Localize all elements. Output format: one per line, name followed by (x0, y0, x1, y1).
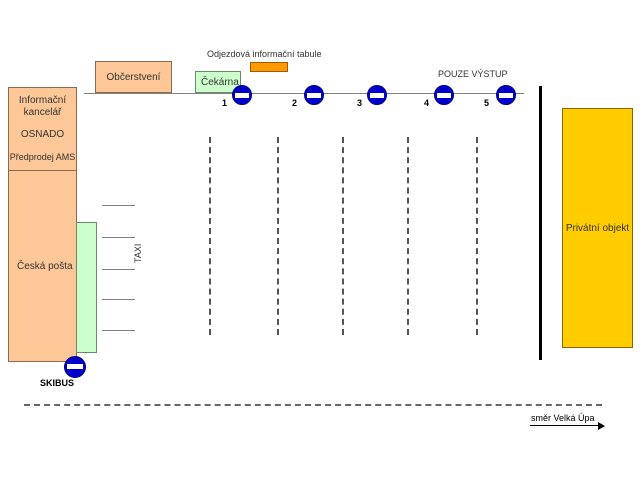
bay-divider (277, 137, 279, 335)
taxi-bay-line (102, 205, 135, 206)
direction-arrowhead-icon (598, 422, 605, 430)
bus-stop-sign-icon[interactable] (304, 85, 324, 105)
departure-board-label: Odjezdová informační tabule (207, 49, 322, 59)
exit-only-label: POUZE VÝSTUP (438, 69, 508, 79)
stop-number-1: 1 (222, 98, 228, 108)
waiting-room-label: Čekárna (201, 76, 239, 88)
stop-number-3: 3 (357, 98, 363, 108)
bay-divider (342, 137, 344, 335)
bay-divider (209, 137, 211, 335)
taxi-bay-line (102, 330, 135, 331)
stop-number-5: 5 (484, 98, 490, 108)
bus-stop-sign-icon[interactable] (496, 85, 516, 105)
info-office-line2: kancelář (23, 107, 62, 118)
refreshments-building: Občerstvení (95, 61, 172, 93)
taxi-label: TAXI (133, 243, 143, 263)
bay-divider (476, 137, 478, 335)
refreshments-label: Občerstvení (106, 71, 161, 83)
taxi-bay-line (102, 299, 135, 300)
taxi-bay-line (102, 237, 135, 238)
bus-stop-sign-icon[interactable] (232, 85, 252, 105)
direction-arrow-icon (530, 425, 598, 426)
private-building-label: Privátní objekt (565, 222, 630, 234)
skibus-label: SKIBUS (40, 378, 75, 388)
shelter-canopy (76, 222, 97, 353)
skibus-stop-sign-icon[interactable] (64, 356, 86, 378)
bus-stop-sign-icon[interactable] (367, 85, 387, 105)
stop-number-4: 4 (424, 98, 430, 108)
info-office: Informační kancelář OSNADO Předprodej AM… (8, 87, 77, 171)
bus-stop-sign-icon[interactable] (434, 85, 454, 105)
info-office-line3: OSNADO (20, 129, 65, 140)
post-office-label: Česká pošta (17, 260, 73, 272)
info-office-line1: Informační (18, 95, 67, 106)
post-office: Česká pošta (8, 170, 77, 362)
departure-board (250, 62, 288, 72)
private-building: Privátní objekt (562, 108, 633, 348)
taxi-bay-line (102, 269, 135, 270)
info-office-line4: Předprodej AMS (9, 152, 76, 162)
bay-divider (407, 137, 409, 335)
road-centerline (24, 404, 602, 406)
waiting-room: Čekárna (195, 71, 241, 93)
direction-label: směr Velká Úpa (531, 413, 595, 423)
barrier-wall (539, 86, 542, 360)
stop-number-2: 2 (292, 98, 298, 108)
